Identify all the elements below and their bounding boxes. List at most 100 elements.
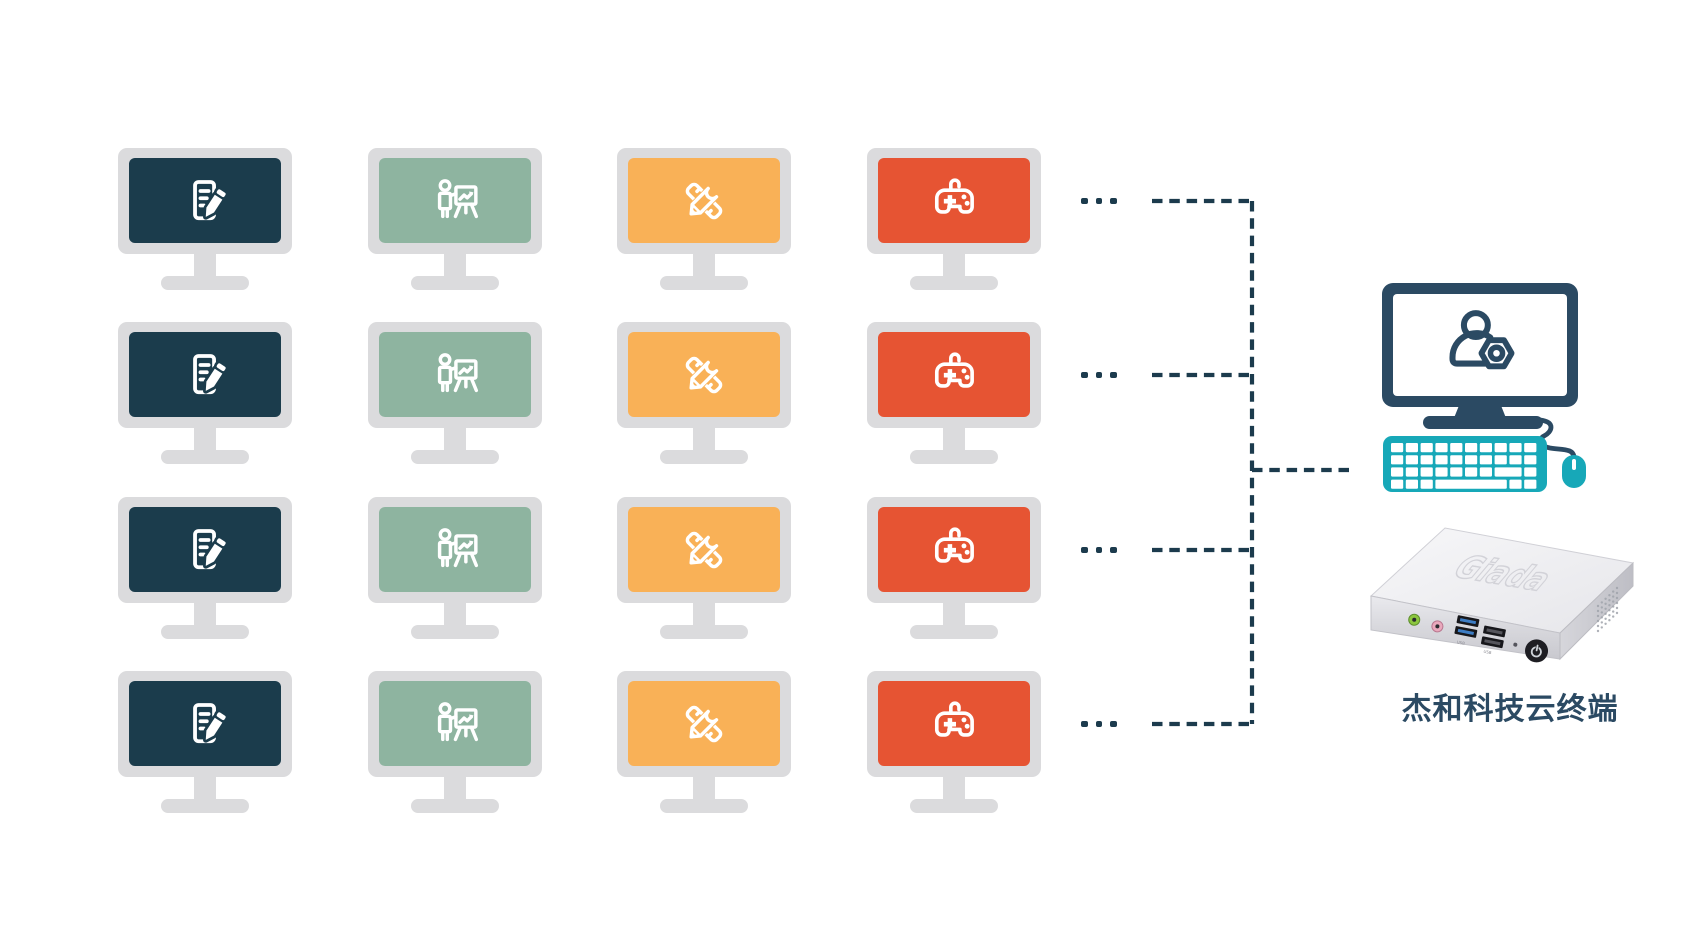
- vent-hole: [1600, 601, 1603, 604]
- monitor-stand-base: [411, 276, 499, 290]
- monitor-frame: [118, 671, 292, 777]
- vent-hole: [1604, 617, 1607, 620]
- monitor-stand-base: [161, 799, 249, 813]
- ellipsis-dot: [1095, 371, 1102, 379]
- ruler-pencil-icon: [685, 356, 723, 393]
- workstation-monitor: [118, 148, 292, 440]
- workstation-monitor: [617, 671, 791, 948]
- workstation-monitor: [617, 322, 791, 614]
- workstation-monitor: [368, 148, 542, 440]
- vent-hole: [1596, 624, 1600, 628]
- keyboard-key: [1391, 455, 1404, 465]
- mic-in-hole: [1435, 624, 1440, 629]
- monitor-screen: [878, 681, 1030, 766]
- monitor-frame: [617, 497, 791, 603]
- keyboard-key: [1509, 443, 1522, 453]
- vent-hole: [1604, 597, 1607, 600]
- terminal-monitor-stand-base: [1423, 416, 1543, 429]
- monitor-stand-neck: [444, 603, 466, 626]
- keyboard-key: [1405, 443, 1418, 453]
- vent-hole: [1615, 586, 1619, 590]
- vent-hole: [1600, 621, 1603, 624]
- monitor-stand-neck: [943, 603, 965, 626]
- monitor-stand-base: [161, 625, 249, 639]
- workstation-monitor: [867, 148, 1041, 440]
- keyboard-key: [1479, 467, 1492, 477]
- workstation-monitor: [118, 671, 292, 948]
- ellipsis-dot: [1110, 720, 1117, 728]
- vent-grid: [1596, 586, 1619, 633]
- vent-hole: [1608, 614, 1611, 617]
- cloud-terminal-device: Giada USB USB: [1369, 527, 1635, 663]
- vent-hole: [1604, 622, 1607, 625]
- keyboard-key: [1479, 455, 1492, 465]
- vent-hole: [1604, 602, 1607, 605]
- workstation-monitor: [368, 497, 542, 789]
- monitor-stand-neck: [693, 254, 715, 277]
- vent-hole: [1612, 615, 1615, 618]
- monitor-frame: [368, 671, 542, 777]
- mouse-scroll-slot: [1572, 459, 1576, 470]
- monitor-screen: [628, 681, 780, 766]
- monitor-stand-base: [660, 799, 748, 813]
- vent-hole: [1604, 612, 1607, 615]
- workstation-monitor: [867, 497, 1041, 789]
- keyboard-key: [1435, 455, 1448, 465]
- document-edit-icon: [193, 528, 229, 569]
- monitor-screen: [379, 158, 531, 243]
- monitor-stand-neck: [693, 777, 715, 800]
- monitor-stand-neck: [943, 777, 965, 800]
- usb2-label: USB: [1483, 649, 1492, 656]
- vent-hole: [1612, 595, 1615, 598]
- monitor-frame: [867, 671, 1041, 777]
- keyboard-keys: [1391, 443, 1537, 489]
- ellipsis-dots: [1081, 371, 1117, 379]
- vent-hole: [1608, 619, 1611, 622]
- monitor-screen: [379, 332, 531, 417]
- vent-hole: [1615, 591, 1619, 595]
- monitor-stand-neck: [194, 428, 216, 451]
- keyboard-key: [1405, 455, 1418, 465]
- monitor-frame: [617, 322, 791, 428]
- keyboard-key: [1435, 443, 1448, 453]
- monitor-stand-neck: [444, 428, 466, 451]
- terminal-monitor: [1382, 283, 1578, 407]
- vent-hole: [1600, 606, 1603, 609]
- monitor-stand-neck: [444, 777, 466, 800]
- monitor-stand-neck: [194, 254, 216, 277]
- gamepad-icon: [934, 526, 974, 563]
- monitor-frame: [368, 148, 542, 254]
- vent-hole: [1608, 609, 1611, 612]
- ellipsis-dot: [1081, 197, 1088, 205]
- ellipsis-dot: [1110, 371, 1117, 379]
- monitor-screen: [129, 507, 281, 592]
- monitor-stand-neck: [194, 603, 216, 626]
- document-edit-icon: [193, 702, 229, 743]
- document-edit-icon: [193, 179, 229, 220]
- keyboard-key: [1494, 455, 1507, 465]
- ellipsis-dot: [1095, 720, 1102, 728]
- monitor-frame: [118, 148, 292, 254]
- vent-hole: [1612, 610, 1615, 613]
- keyboard-key: [1391, 443, 1404, 453]
- presenter-chart-icon: [437, 352, 479, 392]
- keyboard-key: [1509, 455, 1522, 465]
- monitor-screen: [129, 158, 281, 243]
- presenter-chart-icon: [437, 527, 479, 567]
- keyboard: [1383, 436, 1547, 492]
- vent-hole: [1608, 604, 1611, 607]
- keyboard-key: [1524, 455, 1537, 465]
- vent-hole: [1596, 609, 1600, 613]
- gamepad-icon: [934, 177, 974, 214]
- vent-hole: [1615, 611, 1619, 615]
- monitor-frame: [617, 671, 791, 777]
- keyboard-key: [1450, 443, 1463, 453]
- keyboard-key: [1465, 455, 1478, 465]
- keyboard-key: [1405, 467, 1418, 477]
- vent-hole: [1600, 616, 1603, 619]
- keyboard-key: [1465, 467, 1478, 477]
- ellipsis-dots: [1081, 197, 1117, 205]
- ruler-pencil-icon: [685, 531, 723, 568]
- document-edit-icon: [193, 353, 229, 394]
- monitor-screen: [628, 332, 780, 417]
